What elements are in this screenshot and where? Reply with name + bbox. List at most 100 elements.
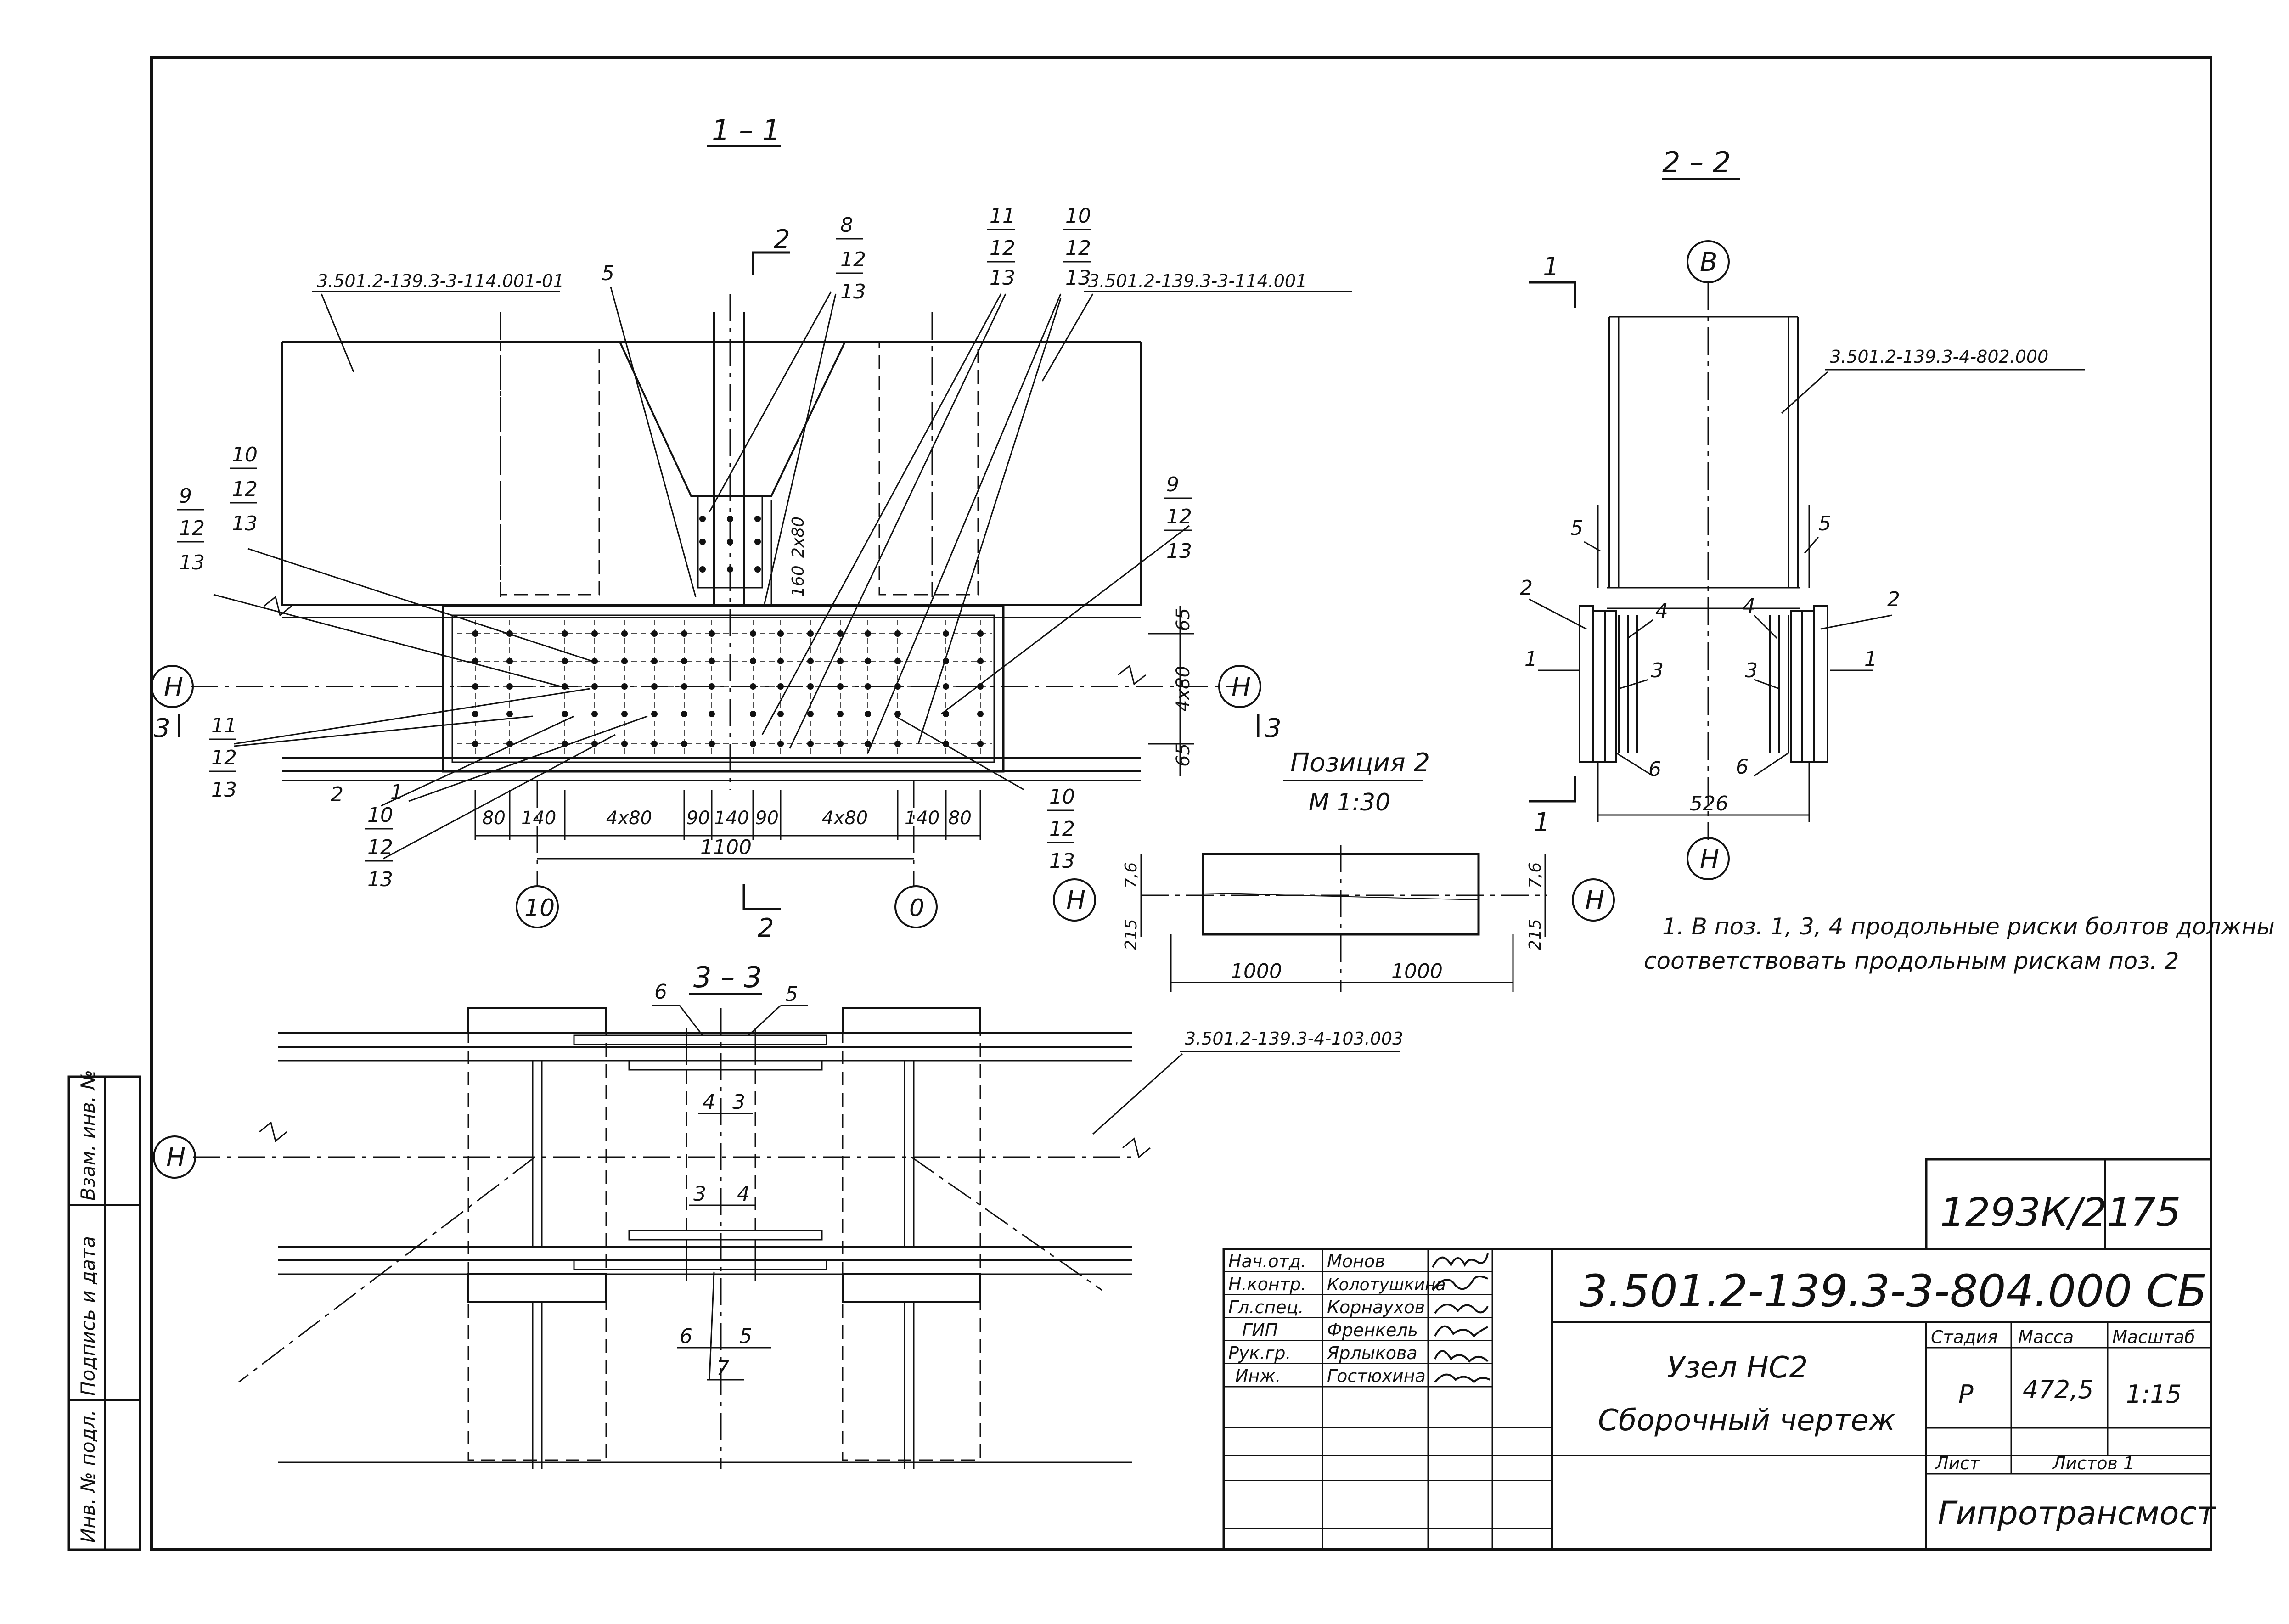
pos-5-33-top: 5	[785, 983, 798, 1006]
bolt	[699, 516, 706, 522]
pos-3-22-left: 3	[1651, 659, 1664, 682]
pos-1-22-right: 1	[1864, 647, 1877, 671]
axis-b-label: В	[1700, 247, 1717, 277]
pos-6-22-left: 6	[1648, 758, 1661, 781]
dim-140-left: 140	[521, 808, 556, 829]
bolt	[727, 539, 733, 545]
side-stamp: Инв. № подл. Подпись и дата Взам. инв. №	[67, 1070, 141, 1551]
stage-value: Р	[1958, 1380, 1974, 1409]
cut-1-bottom: 1	[1534, 808, 1550, 837]
bolt	[699, 539, 706, 545]
sig-role-2: Н.контр.	[1228, 1274, 1306, 1294]
section-1-1: 1 – 1 Н Н	[151, 113, 1352, 943]
pos-6-22-right: 6	[1736, 755, 1749, 779]
cut-1-top: 1	[1543, 252, 1559, 282]
sig-name-1: Монов	[1327, 1251, 1385, 1271]
sig-name-3: Корнаухов	[1327, 1297, 1425, 1317]
pos-3-33-bottom: 3	[693, 1182, 706, 1206]
sig-role-6: Инж.	[1235, 1366, 1281, 1386]
dim-140-right: 140	[905, 808, 939, 829]
pos-10-bl: 10	[367, 804, 393, 827]
position-2-title: Позиция 2	[1290, 748, 1430, 778]
sig-name-6: Гостюхина	[1327, 1366, 1426, 1386]
pos-1-22-left: 1	[1524, 647, 1537, 671]
section-2-2: 2 – 2 В	[1520, 146, 2085, 880]
stage-header: Стадия	[1931, 1327, 1998, 1347]
pos-9-left: 9	[179, 484, 192, 508]
pos-4-33-bottom: 4	[737, 1182, 750, 1206]
cut-3-left: 3	[154, 714, 170, 743]
axis-h-right-marker	[1218, 665, 1261, 708]
pos-12-b: 12	[990, 236, 1015, 260]
sheet-label: Лист	[1935, 1453, 1980, 1473]
pos-3-33-top: 3	[732, 1090, 745, 1114]
sig-role-5: Рук.гр.	[1228, 1343, 1291, 1363]
bolt	[727, 566, 733, 573]
ref-802-000: 3.501.2-139.3-4-802.000	[1830, 347, 2048, 367]
dim-7-6-right: 7,6	[1526, 862, 1545, 888]
pos-2-left: 2	[331, 783, 343, 806]
cut-2-top: 2	[774, 225, 790, 254]
pos-5-22-left: 5	[1570, 517, 1583, 540]
dim-4x80-vertical: 4x80	[1173, 666, 1194, 712]
pos-3-22-right: 3	[1745, 659, 1758, 682]
dim-526: 526	[1690, 792, 1728, 815]
title-line-2: Сборочный чертеж	[1598, 1404, 1895, 1438]
section-3-3-title: 3 – 3	[693, 961, 762, 994]
pos-6-33-bottom: 6	[680, 1325, 692, 1348]
axis-h-22-label: Н	[1700, 844, 1719, 874]
project-code: 1293К/21	[1940, 1190, 2132, 1236]
axis-h-33-marker	[153, 1135, 196, 1179]
axis-0-marker	[894, 885, 938, 928]
ref-103-003: 3.501.2-139.3-4-103.003	[1185, 1028, 1403, 1049]
pos-13-f: 13	[1166, 539, 1192, 563]
dim-7-6-left: 7,6	[1122, 862, 1141, 888]
bolt-grid	[457, 516, 992, 758]
sheet-number: 75	[2131, 1190, 2181, 1236]
ref-114-001: 3.501.2-139.3-3-114.001	[1088, 271, 1307, 291]
section-2-2-title: 2 – 2	[1662, 146, 1731, 179]
note: 1. В поз. 1, 3, 4 продольные риски болто…	[1644, 913, 2275, 974]
pos-12-d: 12	[232, 478, 258, 501]
pos-9-right: 9	[1166, 473, 1179, 496]
axis-10-marker	[516, 885, 559, 928]
sig-name-5: Ярлыкова	[1327, 1343, 1417, 1363]
cut-3-right: 3	[1265, 714, 1282, 743]
pos-13-i: 13	[1049, 849, 1075, 873]
pos-2-22-left: 2	[1520, 576, 1533, 600]
bolt	[754, 539, 761, 545]
mass-header: Масса	[2018, 1327, 2074, 1347]
dim-140-mid: 140	[714, 808, 749, 829]
dim-2x80: 2x80	[789, 517, 808, 558]
dim-80-right: 80	[948, 808, 972, 829]
pos-11-top: 11	[990, 204, 1015, 228]
bolt	[754, 516, 761, 522]
pos-8-top: 8	[840, 214, 853, 237]
dim-215-left: 215	[1122, 919, 1141, 950]
section-1-1-title: 1 – 1	[712, 113, 780, 147]
dim-215-right: 215	[1526, 919, 1545, 950]
title-line-1: Узел НС2	[1667, 1351, 1808, 1385]
bolt	[754, 566, 761, 573]
pos-12-c: 12	[1065, 236, 1091, 260]
pos-12-f: 12	[1166, 505, 1192, 528]
axis-h-33-label: Н	[166, 1143, 186, 1173]
title-block: 1293К/21 75 Нач.отд. Монов Н.контр. К	[1222, 1158, 2216, 1551]
pos-13-a: 13	[840, 280, 866, 303]
side-stamp-sign-date: Подпись и дата	[77, 1236, 99, 1396]
pos-12-g: 12	[211, 746, 237, 770]
ref-114-001-01: 3.501.2-139.3-3-114.001-01	[317, 271, 564, 291]
note-line-1: 1. В поз. 1, 3, 4 продольные риски болто…	[1662, 913, 2275, 940]
pos-12-h: 12	[367, 836, 393, 859]
section-3-3: 3 – 3	[153, 961, 1403, 1469]
pos-4-33-top: 4	[703, 1090, 715, 1114]
sig-role-4: ГИП	[1242, 1320, 1278, 1340]
pos-5-33-bottom: 5	[739, 1325, 752, 1348]
dim-1100: 1100	[700, 836, 752, 859]
dim-1000-left: 1000	[1231, 960, 1282, 983]
side-stamp-inv-orig: Инв. № подл.	[77, 1410, 99, 1543]
pos-13-d: 13	[232, 512, 258, 535]
pos-13-c: 13	[1065, 266, 1091, 290]
sig-role-1: Нач.отд.	[1228, 1251, 1306, 1271]
